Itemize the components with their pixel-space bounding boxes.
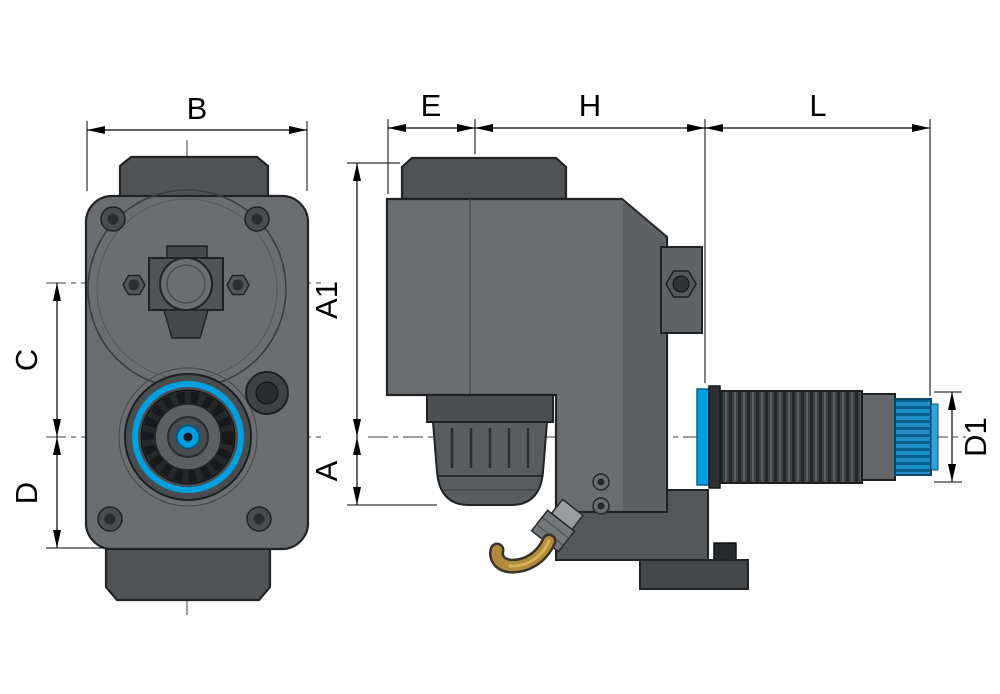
dimension-h: H [475,88,706,383]
dim-label-e: E [421,88,442,123]
front-collet-hub-center [183,432,193,442]
coolant-pipe-highlight [508,539,551,568]
side-knob [713,542,737,561]
side-lower-block [555,489,709,561]
spindle-spline [894,398,932,476]
spindle-end-face [930,403,939,471]
dimensions: B E H L A1 A [9,88,993,549]
dimension-d1: D1 [934,391,993,483]
side-detail-bore [592,497,610,515]
side-top-flange [400,156,568,201]
front-clamp-hex-right [226,274,250,296]
dim-label-c: C [9,349,44,371]
front-corner-screw [97,506,123,532]
front-bottom-flange [104,546,272,602]
front-corner-screw [244,206,270,232]
dim-label-d: D [9,482,44,504]
side-hex-bolt [665,270,697,298]
front-corner-screw [246,506,272,532]
side-housing-chamfer-edge [621,198,668,238]
front-view [46,140,326,618]
side-detail-bore [592,473,610,491]
spindle-neck [861,393,896,481]
dimension-c: C [9,283,61,437]
side-housing-chamfer-face [623,201,665,510]
front-collet-gear-teeth [142,391,234,483]
dim-label-h: H [579,88,601,123]
dim-label-d1: D1 [958,417,993,457]
dim-label-l: L [809,88,826,123]
side-collet-cap [426,394,554,423]
dimension-a: A [309,437,437,506]
dim-label-a1: A1 [309,281,344,319]
front-collet-bore-outline [118,367,258,507]
front-clamp-hex-left [122,274,146,296]
side-foot-plate [639,559,749,590]
front-collet [118,367,258,507]
front-plug-boss [245,371,289,415]
front-corner-screw [100,206,126,232]
front-clamp-lug-bottom [163,309,209,339]
dimension-b: B [86,91,308,191]
spindle-flange [708,385,721,489]
dimension-d: D [9,437,104,549]
coolant-assembly [489,498,585,574]
front-clamp-bore [159,257,213,311]
spindle-thread [719,390,863,484]
front-collet-blue-ring [132,381,244,493]
dimension-a1: A1 [309,162,400,437]
dimension-e: E [387,88,476,194]
side-spindle [696,385,939,489]
dim-label-a: A [309,460,344,481]
front-clamp-bore-inner [166,264,206,304]
side-view [368,156,966,590]
dimension-l: L [705,88,931,396]
spindle-blue-ring [696,388,710,486]
dim-label-b: B [187,91,208,126]
